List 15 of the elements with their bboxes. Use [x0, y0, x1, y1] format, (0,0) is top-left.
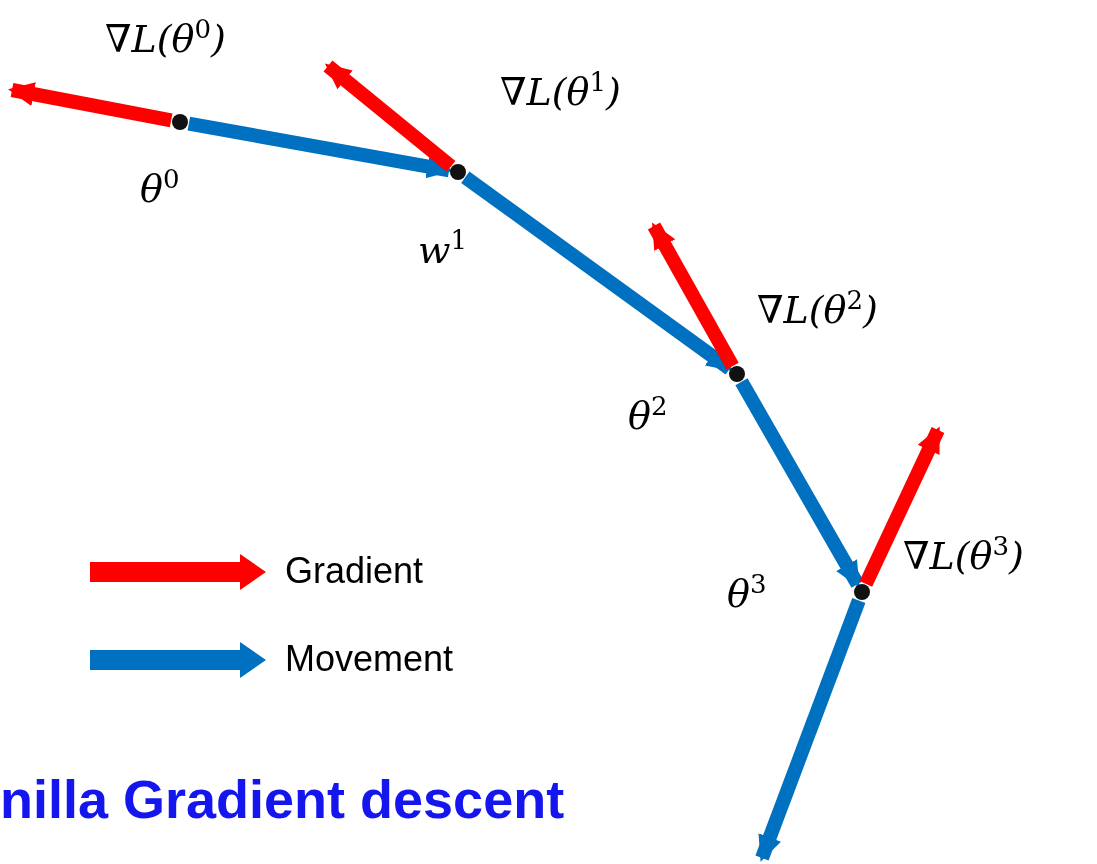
- movement-arrow: [755, 597, 866, 862]
- gradient-arrow: [8, 82, 173, 128]
- point-label: θ$^{0}$: [140, 165, 180, 211]
- title: nilla Gradient descent: [0, 768, 565, 830]
- gradient-arrow: [647, 222, 739, 370]
- movement-arrow: [461, 171, 734, 375]
- gradient-arrow: [859, 426, 945, 587]
- gradient-arrow: [323, 60, 456, 172]
- movement-arrow: [735, 378, 864, 588]
- edge-label: ∇L(θ$^{1}$): [500, 68, 621, 114]
- legend-label: Movement: [285, 638, 454, 680]
- point-label: w$^{1}$: [418, 226, 468, 272]
- point-label: θ$^{2}$: [628, 392, 668, 438]
- legend-label: Gradient: [285, 550, 424, 592]
- point-label: θ$^{3}$: [727, 570, 767, 616]
